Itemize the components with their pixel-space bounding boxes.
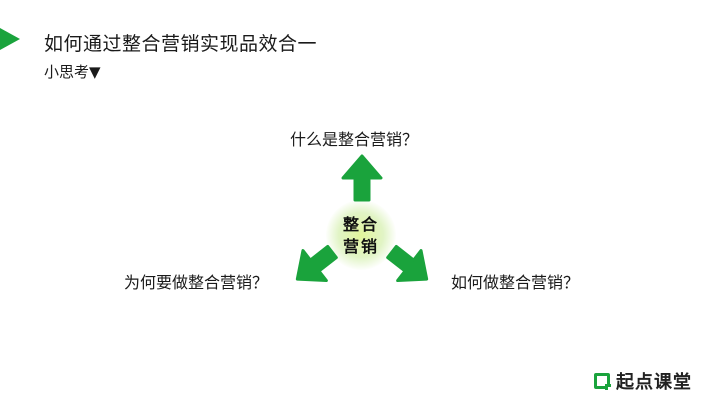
center-label-line-2: 营销: [342, 237, 379, 256]
slide-subtitle: 小思考▼: [44, 63, 101, 81]
question-left: 为何要做整合营销？: [124, 273, 269, 292]
question-right: 如何做整合营销？: [451, 273, 580, 292]
title-marker-triangle: [0, 28, 20, 50]
center-glow: [326, 200, 396, 270]
question-top: 什么是整合营销？: [290, 130, 419, 149]
brand-logo-icon: [594, 373, 610, 389]
brand-name: 起点课堂: [616, 372, 692, 393]
center-label-line-1: 整合: [342, 215, 379, 234]
arrow-up: [341, 154, 383, 202]
brand-logo: 起点课堂: [594, 369, 692, 393]
slide-title: 如何通过整合营销实现品效合一: [44, 33, 318, 55]
center-label: 整合 营销: [332, 214, 390, 258]
